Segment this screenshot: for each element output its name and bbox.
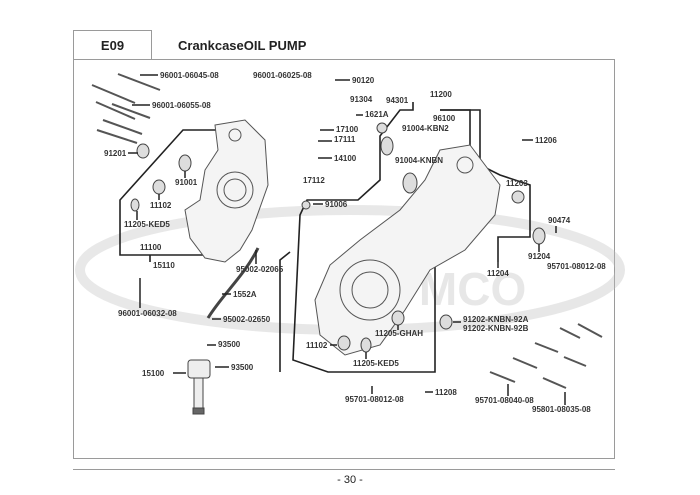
part-label: 91204 <box>528 252 551 261</box>
part-label: 11100 <box>140 243 162 252</box>
part-label: 17100 <box>336 125 359 134</box>
part-label: 95801-08035-08 <box>532 405 591 414</box>
part-label: 11208 <box>435 388 457 397</box>
part-label: 94301 <box>386 96 409 105</box>
crankcase-left-drawing <box>184 119 269 263</box>
part-label: 95701-08012-08 <box>547 262 606 271</box>
footer-divider <box>73 469 615 470</box>
part-label: 17111 <box>334 135 356 144</box>
bearing-11102 <box>152 179 166 195</box>
part-label: 91001 <box>175 178 198 187</box>
diagram-frame <box>73 59 615 459</box>
part-label: 96100 <box>433 114 456 123</box>
part-label: 96001-06045-08 <box>160 71 219 80</box>
part-label: 96001-06025-08 <box>253 71 312 80</box>
page-title: CrankcaseOIL PUMP <box>178 38 307 53</box>
part-label: 15100 <box>142 369 165 378</box>
part-label: 90474 <box>548 216 571 225</box>
dowel-11205-ked5 <box>130 198 140 212</box>
part-label: 11206 <box>535 136 557 145</box>
part-label: 11102 <box>150 201 172 210</box>
part-label: 11204 <box>487 269 509 278</box>
bearing-91004-knbn <box>402 172 418 194</box>
part-label: 91004-KNBN <box>395 156 443 165</box>
bearing-11205-ghah <box>391 310 405 326</box>
part-label: 15110 <box>153 261 175 270</box>
seal-91201 <box>136 143 150 159</box>
oil-hose-1552a <box>206 247 260 319</box>
seal-91006 <box>301 200 311 210</box>
part-label: 91006 <box>325 200 348 209</box>
oil-pump-drawing <box>187 359 211 415</box>
part-label: 1552A <box>233 290 257 299</box>
section-code: E09 <box>73 30 152 60</box>
seal-91001 <box>178 154 192 172</box>
part-label: 96001-06055-08 <box>152 101 211 110</box>
seal-96100 <box>376 122 388 134</box>
bolts-bottom-right <box>489 323 603 389</box>
part-label: 91201 <box>104 149 127 158</box>
part-label: 95002-02065 <box>236 265 284 274</box>
dowel-11205-ked5b <box>360 337 372 353</box>
part-11203 <box>511 190 525 204</box>
bearing-91004-kbn2 <box>380 136 394 156</box>
part-label: 93500 <box>218 340 241 349</box>
part-label: 14100 <box>334 154 357 163</box>
part-label: 95701-08012-08 <box>345 395 404 404</box>
part-label: 91304 <box>350 95 373 104</box>
part-label: 93500 <box>231 363 254 372</box>
part-label: 11205-KED5 <box>124 220 170 229</box>
seal-91202 <box>439 314 453 330</box>
page-number: - 30 - <box>337 474 363 486</box>
part-label: 1621A <box>365 110 389 119</box>
part-label: 95002-02650 <box>223 315 271 324</box>
seal-91204 <box>532 227 546 245</box>
bearing-11102b <box>337 335 351 351</box>
part-label: 96001-06032-08 <box>118 309 177 318</box>
part-label: 90120 <box>352 76 375 85</box>
part-labels: 96001-06045-08 96001-06055-08 91201 9100… <box>104 71 606 414</box>
part-label: 11203 <box>506 179 528 188</box>
part-label: 11102 <box>306 341 328 350</box>
part-label: 91202-KNBN-92B <box>463 324 529 333</box>
part-label: 91004-KBN2 <box>402 124 449 133</box>
leader-lines <box>128 74 566 405</box>
part-label: 11205-GHAH <box>375 329 423 338</box>
part-label: 17112 <box>303 176 325 185</box>
part-label: 91202-KNBN-92A <box>463 315 529 324</box>
part-label: 11205-KED5 <box>353 359 399 368</box>
part-label: 11200 <box>430 90 452 99</box>
bolts-top-left <box>91 73 161 144</box>
group-outline-left-crankcase <box>119 129 225 256</box>
part-label: 95701-08040-08 <box>475 396 534 405</box>
